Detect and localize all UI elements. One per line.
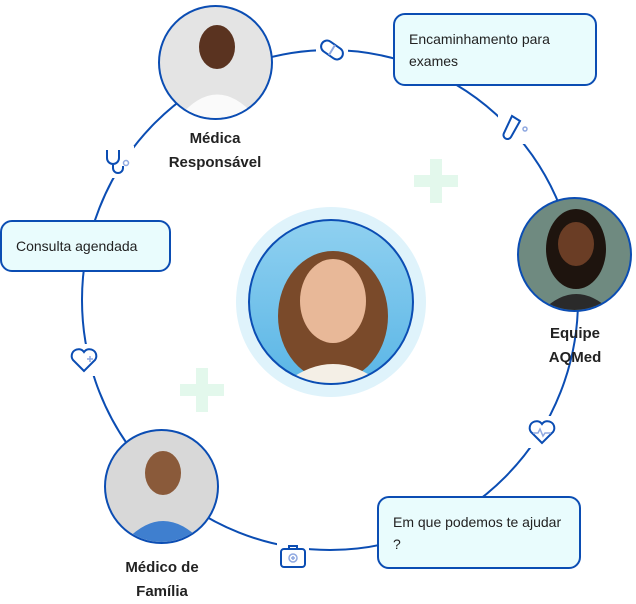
referral-text: Encaminhamento para exames — [409, 30, 550, 69]
appointment-box: Consulta agendada — [0, 220, 171, 272]
plus-decoration-icon — [180, 368, 224, 412]
help-box: Em que podemos te ajudar ? — [377, 496, 581, 569]
team-photo — [517, 197, 632, 312]
pill-icon — [316, 34, 348, 66]
medical-kit-icon — [277, 540, 309, 572]
heartbeat-icon — [526, 416, 558, 448]
help-text: Em que podemos te ajudar ? — [393, 513, 562, 552]
appointment-text: Consulta agendada — [16, 238, 138, 254]
plus-decoration-icon — [414, 159, 458, 203]
test-tube-icon — [498, 112, 530, 144]
referral-box: Encaminhamento para exames — [393, 13, 597, 86]
family-doctor-photo — [104, 429, 219, 544]
heart-plus-icon — [68, 344, 100, 376]
doctor-responsible-photo — [158, 5, 273, 120]
stethoscope-icon — [102, 146, 134, 178]
patient-photo — [248, 219, 414, 385]
